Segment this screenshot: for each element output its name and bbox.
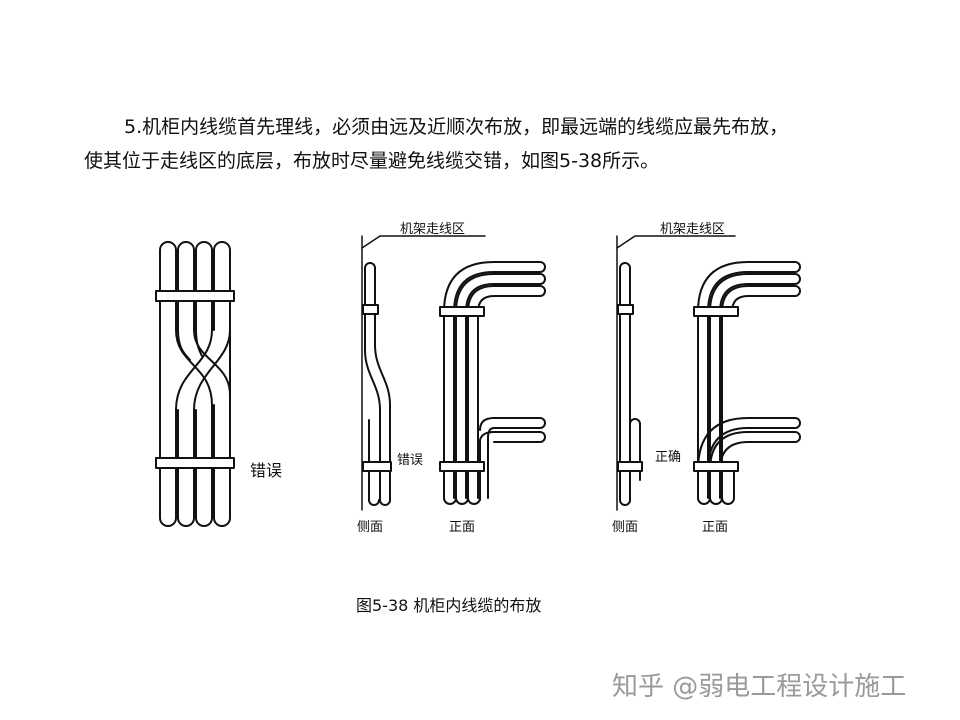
figure-caption: 图5-38 机柜内线缆的布放 [356,596,542,615]
side-view-label-middle: 侧面 [357,520,384,535]
wrong-label-middle: 错误 [397,453,424,468]
right-front-view [693,261,801,505]
cable-bottom-caps [159,517,231,527]
middle-side-view [361,235,486,511]
front-view-label-right: 正面 [702,520,729,535]
cable-top-caps [159,241,231,251]
side-view-label-right: 侧面 [612,520,639,535]
cable-tie-top [155,290,235,302]
instruction-paragraph: 5.机柜内线缆首先理线，必须由远及近顺次布放，即最远端的线缆应最先布放， 使其位… [84,110,884,178]
paragraph-line-1: 5.机柜内线缆首先理线，必须由远及近顺次布放，即最远端的线缆应最先布放， [124,116,789,138]
crossed-cable-bundle [155,241,235,527]
crossing-cable-a [175,329,231,406]
middle-front-view [439,261,546,505]
front-tie-bottom [439,461,485,472]
right-side-view [616,235,736,511]
rack-cable-area-label-middle: 机架走线区 [400,222,466,237]
wrong-label-left: 错误 [250,461,283,480]
correct-label-right: 正确 [655,450,682,465]
zhihu-watermark: 知乎 @弱电工程设计施工 [612,672,907,702]
leader-line [361,235,486,249]
front-view-label-middle: 正面 [449,520,476,535]
front-tie-top [439,306,485,317]
cable-tie-bottom [155,457,235,469]
crossing-cable-b [175,329,231,411]
paragraph-line-2: 使其位于走线区的底层，布放时尽量避免线缆交错，如图5-38所示。 [84,150,660,172]
rack-cable-area-label-right: 机架走线区 [660,222,726,237]
